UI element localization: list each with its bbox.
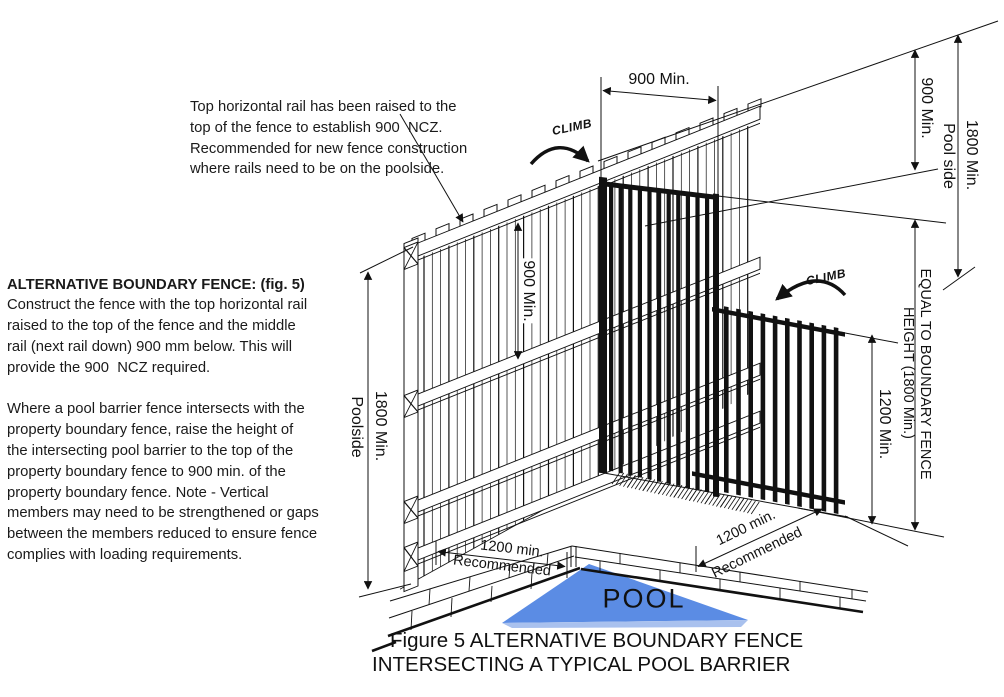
- pool-barrier-1200: [692, 306, 845, 515]
- dim-ncz-900-label: 900 Min.: [519, 258, 537, 324]
- dim-left-1800-label: 1800 Min.: [372, 390, 389, 462]
- climb-arrow-right: [775, 279, 847, 301]
- barrier-top-rail: [599, 180, 719, 201]
- left-note-para1: Construct the fence with the top horizon…: [7, 297, 308, 376]
- dim-equal-label-line2: HEIGHT (1800 Min.): [900, 307, 916, 439]
- barrier2-bottom-rail: [692, 471, 845, 505]
- figure-caption-line2: INTERSECTING A TYPICAL POOL BARRIER: [372, 653, 791, 676]
- barrier-post: [599, 176, 607, 474]
- note-leader-line: [399, 113, 464, 223]
- left-note-para2: Where a pool barrier fence intersects wi…: [7, 401, 319, 563]
- dim-left-poolside-label: Poolside: [348, 396, 365, 458]
- dim-top-900-label: 900 Min.: [628, 71, 690, 88]
- pool-water-edge: [502, 620, 748, 628]
- top-note: Top horizontal rail has been raised to t…: [190, 99, 468, 178]
- figure-caption-line1: Figure 5 ALTERNATIVE BOUNDARY FENCE: [390, 629, 804, 652]
- barrier2-bars: [724, 306, 839, 515]
- barrier-bars: [609, 185, 710, 493]
- post-x-blocks: [403, 241, 419, 573]
- dim-equal-label-line1: EQUAL TO BOUNDARY FENCE: [917, 268, 933, 480]
- dim-1200-label: 1200 Min.: [876, 388, 893, 460]
- dimension-lines: [363, 34, 963, 590]
- boundary-fence: [399, 98, 762, 593]
- dim-900-top: [602, 86, 717, 105]
- pool-area: [371, 545, 869, 653]
- left-note: ALTERNATIVE BOUNDARY FENCE: (fig. 5) Cons…: [7, 233, 359, 566]
- pool-tiles: [371, 545, 869, 653]
- dim-right-poolside-label: Pool side: [940, 123, 957, 189]
- left-note-heading: ALTERNATIVE BOUNDARY FENCE: (fig. 5): [7, 276, 305, 293]
- dim-1200-rec-left: [437, 548, 566, 570]
- dim-right-900-label: 900 Min.: [918, 77, 935, 139]
- projection-lines: [358, 20, 999, 598]
- pool-water: [502, 564, 748, 623]
- pool-label: POOL: [602, 583, 686, 614]
- pool-barrier-raised: [599, 176, 719, 498]
- climb-arrow-left: [529, 145, 590, 166]
- dim-right-1800-label: 1800 Min.: [963, 119, 980, 191]
- ground-hatching: [611, 471, 760, 515]
- dim-1200-rec-right: [697, 508, 823, 568]
